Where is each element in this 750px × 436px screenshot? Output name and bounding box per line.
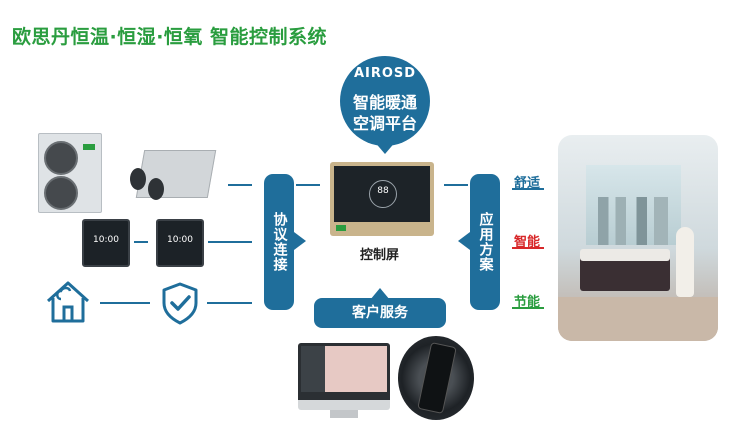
platform-label-line2: 空调平台	[352, 114, 417, 133]
platform-badge-pointer	[373, 140, 397, 154]
computer-screen	[301, 346, 387, 392]
bed-linen	[580, 249, 670, 261]
thermostat-panel: 10:00	[82, 219, 130, 267]
protocol-connection-line1: 协议	[271, 212, 288, 242]
platform-badge	[340, 56, 430, 146]
arrow-left-icon	[458, 232, 470, 250]
control-screen-display: 88	[334, 166, 430, 222]
protocol-connection-pill: 协议 连接	[264, 174, 294, 310]
arrow-up-icon	[370, 288, 390, 300]
city-skyline	[598, 197, 668, 245]
benefit-energy-underline	[512, 307, 544, 309]
thermostat-panel: 10:00	[156, 219, 204, 267]
airosd-logo: AIROSD	[353, 66, 417, 81]
smartphone-photo	[398, 336, 474, 420]
computer-chin	[298, 400, 390, 410]
connector-line	[208, 241, 252, 243]
bed	[580, 255, 670, 291]
platform-label-line1: 智能暖通	[352, 93, 417, 112]
brand-plate	[83, 144, 95, 150]
control-screen-device: 88	[330, 162, 434, 236]
benefit-smart-underline	[512, 247, 544, 249]
benefit-comfort-label: 舒适	[514, 176, 541, 191]
fan-icon	[44, 141, 78, 175]
page-title: 欧思丹恒温·恒湿·恒氧 智能控制系统	[12, 26, 328, 48]
smartphone	[417, 342, 457, 414]
connector-line	[207, 302, 252, 304]
duct-outlet	[130, 168, 146, 190]
fan-icon	[44, 176, 78, 210]
connector-line	[444, 184, 468, 186]
shield-check-icon	[162, 282, 198, 325]
brand-plate	[336, 225, 346, 231]
connector-line	[134, 241, 148, 243]
outdoor-ac-unit	[38, 133, 102, 213]
application-solution-line1: 应用	[477, 212, 494, 242]
control-dial	[369, 180, 397, 208]
bedroom-photo	[558, 135, 718, 341]
control-screen-value: 88	[377, 186, 389, 196]
computer-stand	[330, 410, 358, 418]
protocol-connection-line2: 连接	[271, 242, 288, 272]
connector-line	[100, 302, 150, 304]
benefit-smart-label: 智能	[514, 235, 541, 250]
person	[676, 227, 694, 297]
desktop-computer	[298, 343, 390, 403]
application-solution-pill: 应用 方案	[470, 174, 500, 310]
benefit-energy-label: 节能	[514, 295, 541, 310]
connector-line	[296, 184, 320, 186]
floor	[558, 297, 718, 341]
thermostat-time: 10:00	[167, 235, 193, 245]
home-icon	[46, 281, 90, 323]
arrow-right-icon	[294, 232, 306, 250]
duct-outlet	[148, 178, 164, 200]
customer-service-pill: 客户服务	[314, 298, 446, 328]
thermostat-time: 10:00	[93, 235, 119, 245]
customer-service-label: 客户服务	[352, 304, 408, 321]
application-solution-line2: 方案	[477, 242, 494, 272]
connector-line	[228, 184, 252, 186]
control-screen-label: 控制屏	[360, 248, 400, 263]
benefit-comfort-underline	[512, 188, 544, 190]
